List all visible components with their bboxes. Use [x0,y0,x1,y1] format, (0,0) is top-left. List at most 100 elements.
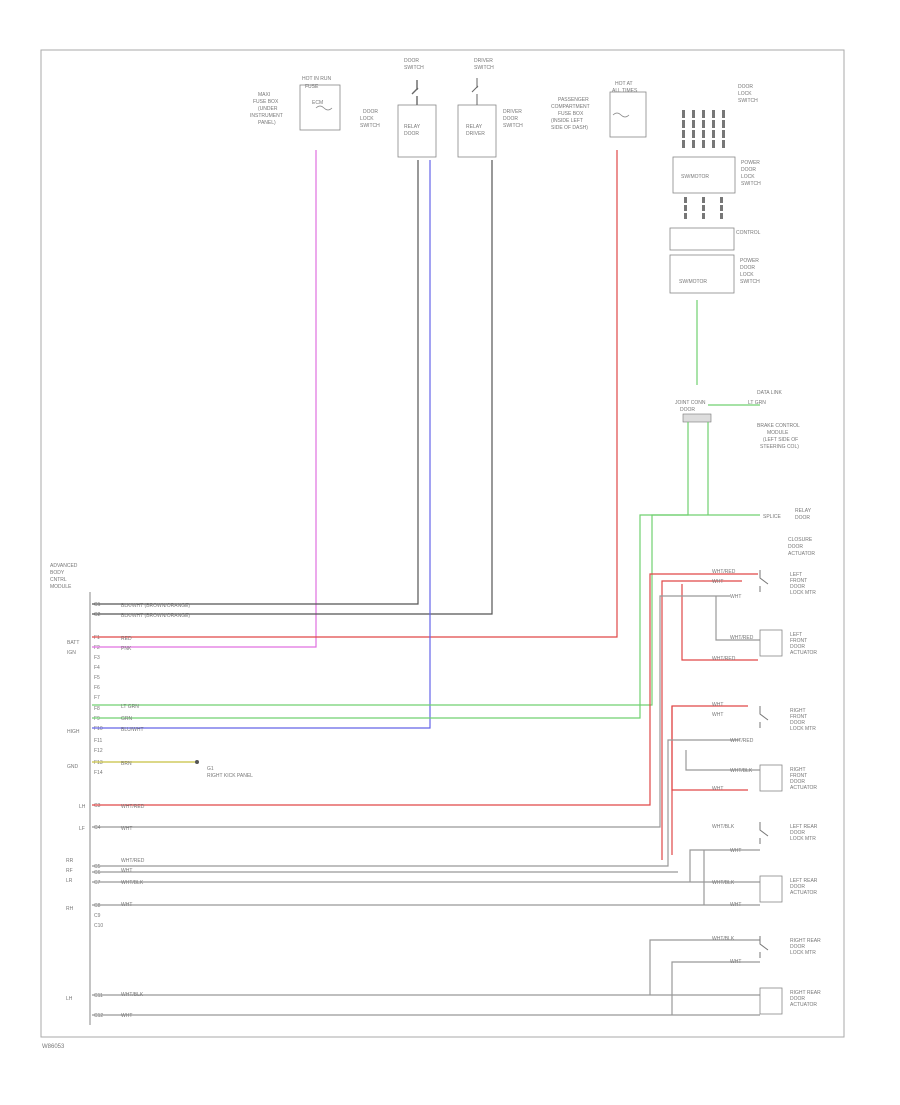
sw-bottom-desc-1: POWER [740,258,759,264]
actuator-label: DOOR [790,944,805,950]
actuator-label: ACTUATOR [790,890,817,896]
wire-red-rh [661,580,748,860]
driver-switch-title-1: DRIVER [474,58,493,64]
wire-green-1 [92,300,698,719]
actuator-label: LEFT REAR [790,824,818,830]
actuator-wire-label: WHT/BLK [712,880,735,886]
pin-stub [702,130,705,138]
sw-top-desc-2: DOOR [741,167,756,173]
pin-stub [712,130,715,138]
fuse-left-desc-1: MAXI [258,92,270,98]
wire-label-w13: WHT/BLK [121,880,144,886]
fuse-right-box [609,91,647,138]
pin-label: C3 [94,803,101,809]
actuator-wire-label: WHT/RED [712,569,736,575]
wire-label-w5: LT GRN [121,704,139,710]
relay-right-label-2: DOOR [795,515,810,521]
actuator-wire-label: WHT [730,959,741,965]
wire-grey-5 [92,939,760,996]
diagram-frame [40,49,845,1038]
actuator-label: ACTUATOR [790,1002,817,1008]
actuator-label: DOOR [790,884,805,890]
actuator-label: DOOR [790,830,805,836]
switch-contact [759,936,769,958]
pin-stub [692,140,695,148]
wire-label-w7: BLU/WHT [121,727,144,733]
actuator-wire-label: WHT/RED [730,738,754,744]
fuse-right-title-1: HOT AT [615,81,633,87]
ground-label-1: G1 [207,766,214,772]
pin-stub [682,110,685,118]
junction-desc-4: STEERING COL) [760,444,799,450]
module-label-1: ADVANCED [50,563,78,569]
pin-label: F4 [94,665,100,671]
pin-stub [722,120,725,128]
lock-top-label-2: LOCK [738,91,752,97]
door-relay-label-2: DOOR [404,131,419,137]
fuse-right-element [612,112,630,118]
sw-top-desc-3: LOCK [741,174,755,180]
wire-label-w1: BLK/WHT (BROWN/ORANGE) [121,603,190,609]
pin-stub [702,213,705,219]
sw-bottom-desc-3: LOCK [740,272,754,278]
wire-grey-2 [92,739,740,867]
pin-stub [702,140,705,148]
side-label-rr: RR [66,858,74,864]
sw-top-desc-1: POWER [741,160,760,166]
actuator-wire-label: WHT/RED [730,635,754,641]
mid-pin-block [669,197,735,251]
fuse-left-desc-5: PANEL) [258,120,276,126]
pin-stub [692,120,695,128]
actuator-label: FRONT [790,714,807,720]
actuator-wire-label: WHT [712,702,723,708]
relay-right-label-1: RELAY [795,508,812,514]
pin-stub [722,130,725,138]
sw-bottom-box [669,254,735,294]
ls-group-label-3: ACTUATOR [788,551,815,557]
wire-red-lh [92,573,758,855]
actuator-box [759,764,783,792]
pin-label: C12 [94,1013,103,1019]
wire-green-2 [92,404,760,706]
module-label-2: BODY [50,570,65,576]
junction-label-2: DOOR [680,407,695,413]
wire-label-w12: WHT [121,868,132,874]
ls-group-label-2: DOOR [788,544,803,550]
wire-grey-3 [92,849,760,883]
pin-stub [722,110,725,118]
fuse-left-desc-3: (UNDER [258,106,278,112]
actuator-label: LEFT REAR [790,878,818,884]
wire-label-w3: RED [121,636,132,642]
wire-grey-6 [92,961,760,1016]
actuator-label: LOCK MTR [790,836,816,842]
door-relay-desc-1: DOOR [363,109,378,115]
side-label-lf: LF [79,826,85,832]
driver-relay-desc-3: SWITCH [503,123,523,129]
ground-point [195,760,199,764]
wire-grey-lf [685,596,760,771]
fuse-left-desc-4: INSTRUMENT [250,113,283,119]
pin-stub [720,197,723,203]
pin-stub [692,130,695,138]
pin-stub [720,205,723,211]
splice-label: SPLICE [763,514,781,520]
module-label-4: MODULE [50,584,72,590]
wire-label-w15: WHT/BLK [121,992,144,998]
pin-label: F5 [94,675,100,681]
pin-label: C7 [94,880,101,886]
wire-label-w11: WHT/RED [121,858,145,864]
driver-switch-contact [471,78,479,105]
wire-label-w4: PNK [121,646,132,652]
switch-contact [759,706,769,728]
sw-bottom-desc-4: SWITCH [740,279,760,285]
actuator-wire-label: WHT [712,786,723,792]
pin-stub [684,197,687,203]
lock-top-label-1: DOOR [738,84,753,90]
side-label-lh-2: LH [66,996,73,1002]
pin-label: C2 [94,612,101,618]
pin-stub [702,110,705,118]
switch-contact [759,822,769,844]
side-label-lr: LR [66,878,73,884]
fuse-right-desc-2: COMPARTMENT [551,104,590,110]
